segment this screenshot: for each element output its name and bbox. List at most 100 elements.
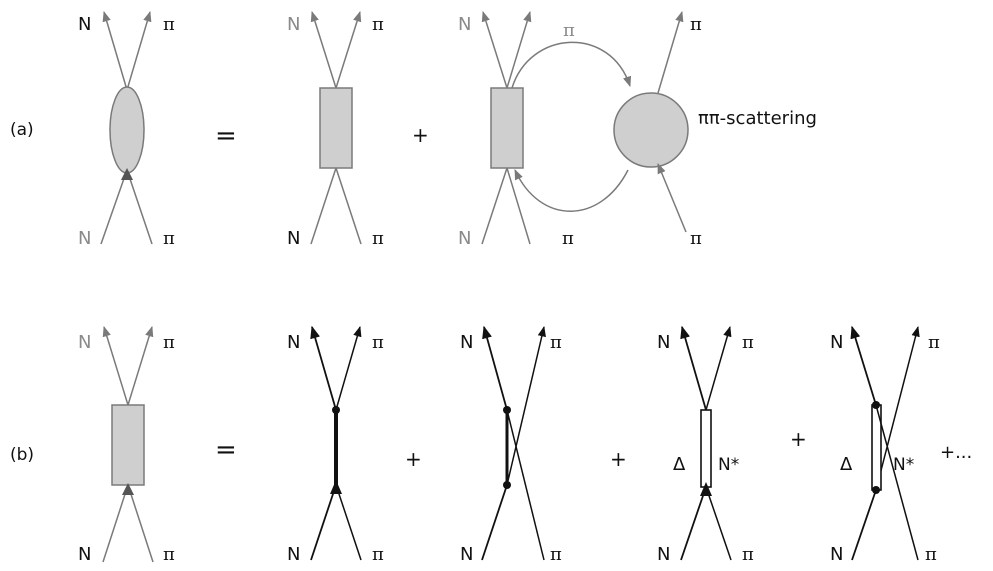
loop-pion-start [506,10,532,89]
incoming-nucleon-line [481,484,508,561]
incoming-nucleon-line [100,169,128,245]
vertex-dot [872,401,880,409]
label-pi-in: π [163,544,175,565]
label-pi-out: π [550,332,562,353]
outgoing-pion-line [335,325,362,411]
pipi-scattering-blob [613,92,689,168]
label-pi-in: π [925,544,937,565]
incoming-pion-line [506,409,545,561]
vertex-dot [332,406,340,414]
row-a-term2-diagram [481,10,689,245]
outgoing-pion-line [506,325,546,486]
ellipsis-more-terms: +... [940,442,972,463]
lower-pion-loop-line [514,169,629,212]
label-pi-out: π [742,332,754,353]
label-n-star: N* [893,455,914,475]
vertex-dot [872,486,880,494]
incoming-pion-line-2 [657,163,687,233]
row-a-lhs-diagram [100,10,153,245]
row-b-label: (b) [10,445,34,465]
label-n-in: N [78,228,91,249]
vertex-arrow [700,482,712,496]
label-pi-in: π [690,228,702,249]
incoming-pion-line [127,484,154,563]
label-pi-in: π [742,544,754,565]
incoming-pion-line [126,169,153,245]
outgoing-nucleon-line [482,325,508,411]
plus-sign-b2: + [610,447,627,471]
row-b-lhs-diagram [102,325,154,563]
born-term-box [319,87,353,169]
label-n-in: N [830,544,843,565]
outgoing-pion-line [875,325,920,491]
row-a-term1-diagram [310,10,362,245]
label-pi-out: π [163,332,175,353]
label-pi-in: π [550,544,562,565]
incoming-nucleon-line [310,484,337,561]
label-n-in: N [287,544,300,565]
label-n-out: N [657,332,670,353]
label-n-out: N [460,332,473,353]
outgoing-nucleon-line [310,325,337,411]
label-n-star: N* [718,455,739,475]
label-pi-out: π [928,332,940,353]
incoming-nucleon-line [310,167,337,245]
label-n-in: N [458,228,471,249]
born-term-box [490,87,524,169]
label-pi-out: π [372,332,384,353]
outgoing-nucleon-line [102,325,129,406]
incoming-nucleon-line [481,167,508,245]
label-n-in: N [460,544,473,565]
label-pi-loop-top: π [563,20,575,41]
plus-sign-b3: + [790,427,807,451]
incoming-pion-line [506,167,531,245]
incoming-pion-line [875,404,919,561]
vertex-arrow [330,480,342,494]
plus-sign-b1: + [405,447,422,471]
vertex-arrow [122,483,134,495]
row-b-term1-s-channel-nucleon [310,325,362,561]
upper-pion-loop-line [511,41,632,89]
full-amplitude-ellipse [109,86,145,174]
label-n-in: N [287,228,300,249]
vertex-arrow [121,168,133,180]
label-n-out: N [287,332,300,353]
label-pi-out: π [690,14,702,35]
incoming-pion-line [705,486,732,561]
outgoing-pion-line [705,325,732,411]
incoming-pion-line [335,167,362,245]
label-pi-in: π [163,228,175,249]
label-n-in: N [657,544,670,565]
label-pi-loop-bottom: π [562,228,574,249]
outgoing-nucleon-line [481,10,508,89]
outgoing-pion-line [657,10,684,94]
equals-sign-b: = [215,435,237,465]
outgoing-pion-line [335,10,362,89]
incoming-nucleon-line [680,486,707,561]
plus-sign-a: + [412,123,429,147]
row-b-term2-u-channel-nucleon [481,325,546,561]
row-a-label: (a) [10,120,34,140]
outgoing-pion-line [127,325,154,406]
outgoing-nucleon-line [850,325,877,406]
label-pi-out: π [372,14,384,35]
equals-sign-a: = [215,121,237,151]
label-n-out: N [78,14,91,35]
outgoing-nucleon-line [310,10,337,89]
outgoing-nucleon-line [680,325,707,411]
row-b-term4-u-channel-resonance [850,325,920,561]
label-pi-in: π [372,228,384,249]
incoming-nucleon-line [851,489,877,561]
outgoing-pion-line [126,10,152,91]
label-n-out: N [458,14,471,35]
resonance-propagator [700,409,712,488]
outgoing-nucleon-line [102,10,128,91]
label-n-out: N [287,14,300,35]
incoming-pion-line [335,484,362,561]
label-pi-in: π [372,544,384,565]
pipi-scattering-label: ππ-scattering [698,108,817,129]
vertex-dot [503,406,511,414]
label-pi-out: π [163,14,175,35]
incoming-nucleon-line [102,484,129,563]
